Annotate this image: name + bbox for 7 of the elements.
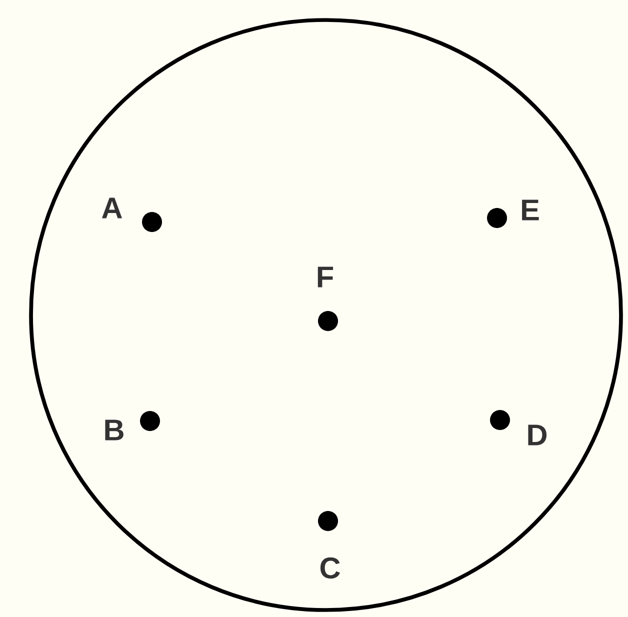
point-label: C: [320, 557, 340, 579]
point-label: E: [522, 200, 539, 220]
point-label: A: [102, 198, 122, 218]
point-label: F: [318, 266, 334, 288]
point-label: D: [528, 424, 547, 446]
point-label: B: [105, 420, 124, 440]
outer-circle: [29, 18, 623, 612]
